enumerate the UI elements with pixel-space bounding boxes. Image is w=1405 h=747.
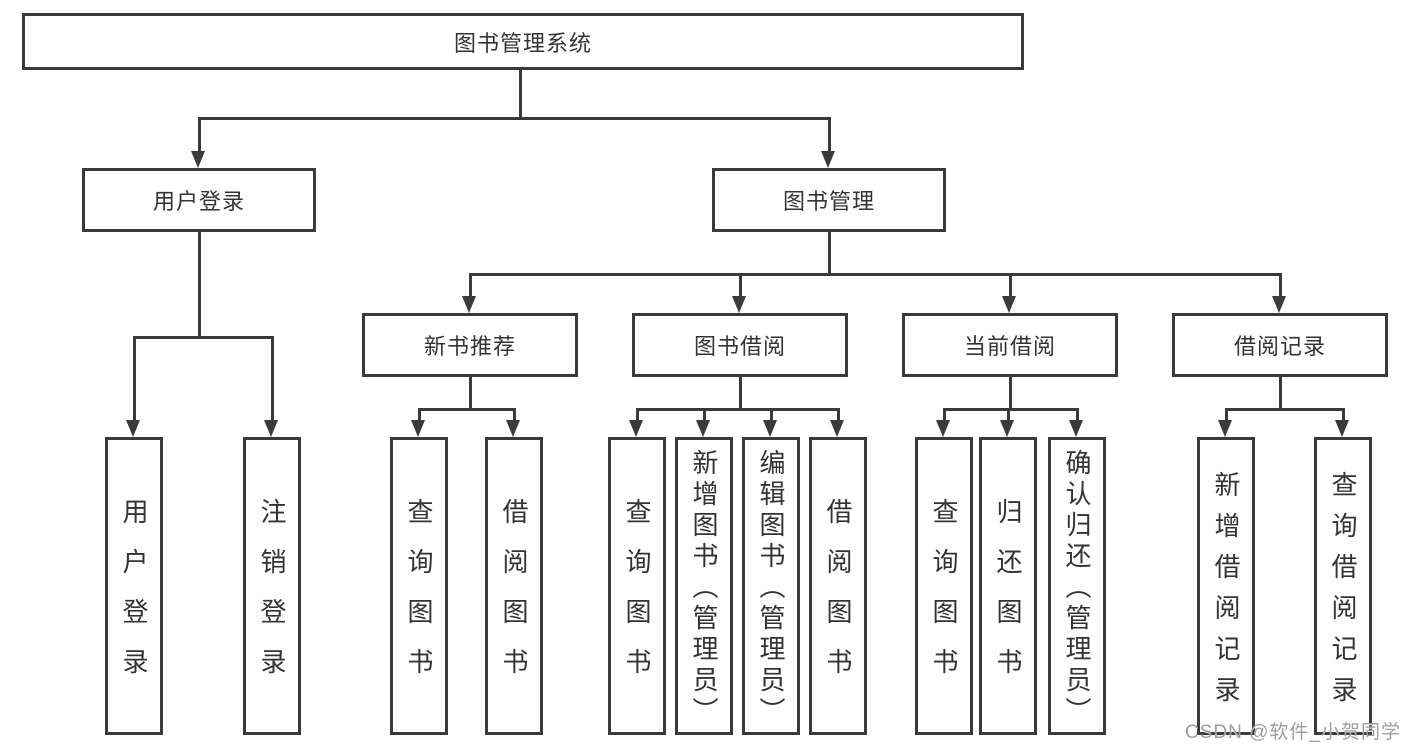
node-new-book-recommendation: 新书推荐: [362, 313, 578, 377]
node-label: 图书管理系统: [453, 30, 592, 56]
node-label: 查询借阅记录: [1328, 470, 1358, 717]
node-label: 用户登录: [152, 189, 245, 214]
node-user-login: 用户登录: [82, 168, 316, 232]
node-label: 借阅图书: [823, 498, 853, 698]
arrow-down-icon: [1218, 420, 1232, 437]
arrow-down-icon: [936, 420, 950, 437]
connector-line: [1225, 408, 1228, 422]
connector-line: [469, 273, 472, 298]
node-label: 当前借阅: [963, 334, 1056, 359]
node-label: 图书管理: [782, 189, 875, 214]
connector-line: [1279, 377, 1282, 408]
connector-line: [198, 117, 201, 153]
arrow-down-icon: [732, 296, 746, 313]
node-borrowing-records: 借阅记录: [1172, 313, 1388, 377]
leaf-confirm-return-admin: 确认归还（管理员）: [1048, 437, 1106, 735]
arrow-down-icon: [506, 420, 520, 437]
node-current-borrowing: 当前借阅: [902, 313, 1118, 377]
arrow-down-icon: [629, 420, 643, 437]
arrow-down-icon: [126, 420, 140, 437]
arrow-down-icon: [1000, 420, 1014, 437]
arrow-down-icon: [264, 420, 278, 437]
connector-line: [943, 408, 1079, 411]
arrow-down-icon: [1002, 296, 1016, 313]
connector-line: [469, 377, 472, 408]
connector-line: [636, 408, 840, 411]
node-label: 图书借阅: [693, 334, 786, 359]
leaf-add-borrow-record: 新增借阅记录: [1197, 437, 1255, 735]
node-label: 新书推荐: [423, 334, 516, 359]
leaf-return-books: 归还图书: [979, 437, 1037, 735]
node-label: 查询图书: [622, 498, 652, 698]
connector-line: [1007, 408, 1010, 422]
node-book-borrowing: 图书借阅: [632, 313, 848, 377]
node-label: 查询图书: [404, 498, 434, 698]
connector-line: [636, 408, 639, 422]
arrow-down-icon: [763, 420, 777, 437]
arrow-down-icon: [462, 296, 476, 313]
leaf-user-login: 用户登录: [105, 437, 163, 735]
connector-line: [837, 408, 840, 422]
arrow-down-icon: [1272, 296, 1286, 313]
connector-line: [1076, 408, 1079, 422]
leaf-query-borrow-record: 查询借阅记录: [1314, 437, 1372, 735]
arrow-down-icon: [830, 420, 844, 437]
node-label: 查询图书: [929, 498, 959, 698]
connector-line: [739, 273, 742, 298]
leaf-borrow-books: 借阅图书: [809, 437, 867, 735]
node-label: 归还图书: [993, 498, 1023, 698]
node-label: 编辑图书（管理员）: [756, 449, 786, 728]
leaf-query-books-recommend: 查询图书: [390, 437, 448, 735]
node-label: 确认归还（管理员）: [1062, 449, 1092, 728]
leaf-query-books-current: 查询图书: [915, 437, 973, 735]
arrow-down-icon: [1069, 420, 1083, 437]
node-library-management-system: 图书管理系统: [22, 13, 1024, 70]
leaf-borrow-books-recommend: 借阅图书: [485, 437, 543, 735]
connector-line: [1225, 408, 1345, 411]
connector-line: [519, 69, 522, 117]
node-label: 借阅记录: [1233, 334, 1326, 359]
connector-line: [828, 117, 831, 153]
connector-line: [469, 273, 1282, 276]
watermark: CSDN @软件_小贺同学: [1185, 722, 1401, 743]
connector-line: [513, 408, 516, 422]
connector-line: [943, 408, 946, 422]
arrow-down-icon: [191, 151, 205, 168]
connector-line: [198, 117, 831, 120]
arrow-down-icon: [1335, 420, 1349, 437]
connector-line: [1279, 273, 1282, 298]
connector-line: [1009, 273, 1012, 298]
leaf-logout: 注销登录: [243, 437, 301, 735]
connector-line: [133, 336, 274, 339]
connector-line: [828, 232, 831, 273]
arrow-down-icon: [821, 151, 835, 168]
connector-line: [198, 232, 201, 336]
connector-line: [133, 336, 136, 422]
connector-line: [703, 408, 706, 422]
node-label: 注销登录: [257, 498, 287, 698]
arrow-down-icon: [696, 420, 710, 437]
connector-line: [1009, 377, 1012, 408]
leaf-edit-book-admin: 编辑图书（管理员）: [742, 437, 800, 735]
connector-line: [739, 377, 742, 408]
node-label: 借阅图书: [499, 498, 529, 698]
node-label: 用户登录: [119, 498, 149, 698]
connector-line: [271, 336, 274, 422]
node-label: 新增借阅记录: [1211, 470, 1241, 717]
node-label: 新增图书（管理员）: [689, 449, 719, 728]
leaf-add-book-admin: 新增图书（管理员）: [675, 437, 733, 735]
node-book-management: 图书管理: [712, 168, 946, 232]
connector-line: [418, 408, 516, 411]
leaf-query-books-borrowing: 查询图书: [608, 437, 666, 735]
connector-line: [418, 408, 421, 422]
connector-line: [1342, 408, 1345, 422]
arrow-down-icon: [411, 420, 425, 437]
connector-line: [770, 408, 773, 422]
